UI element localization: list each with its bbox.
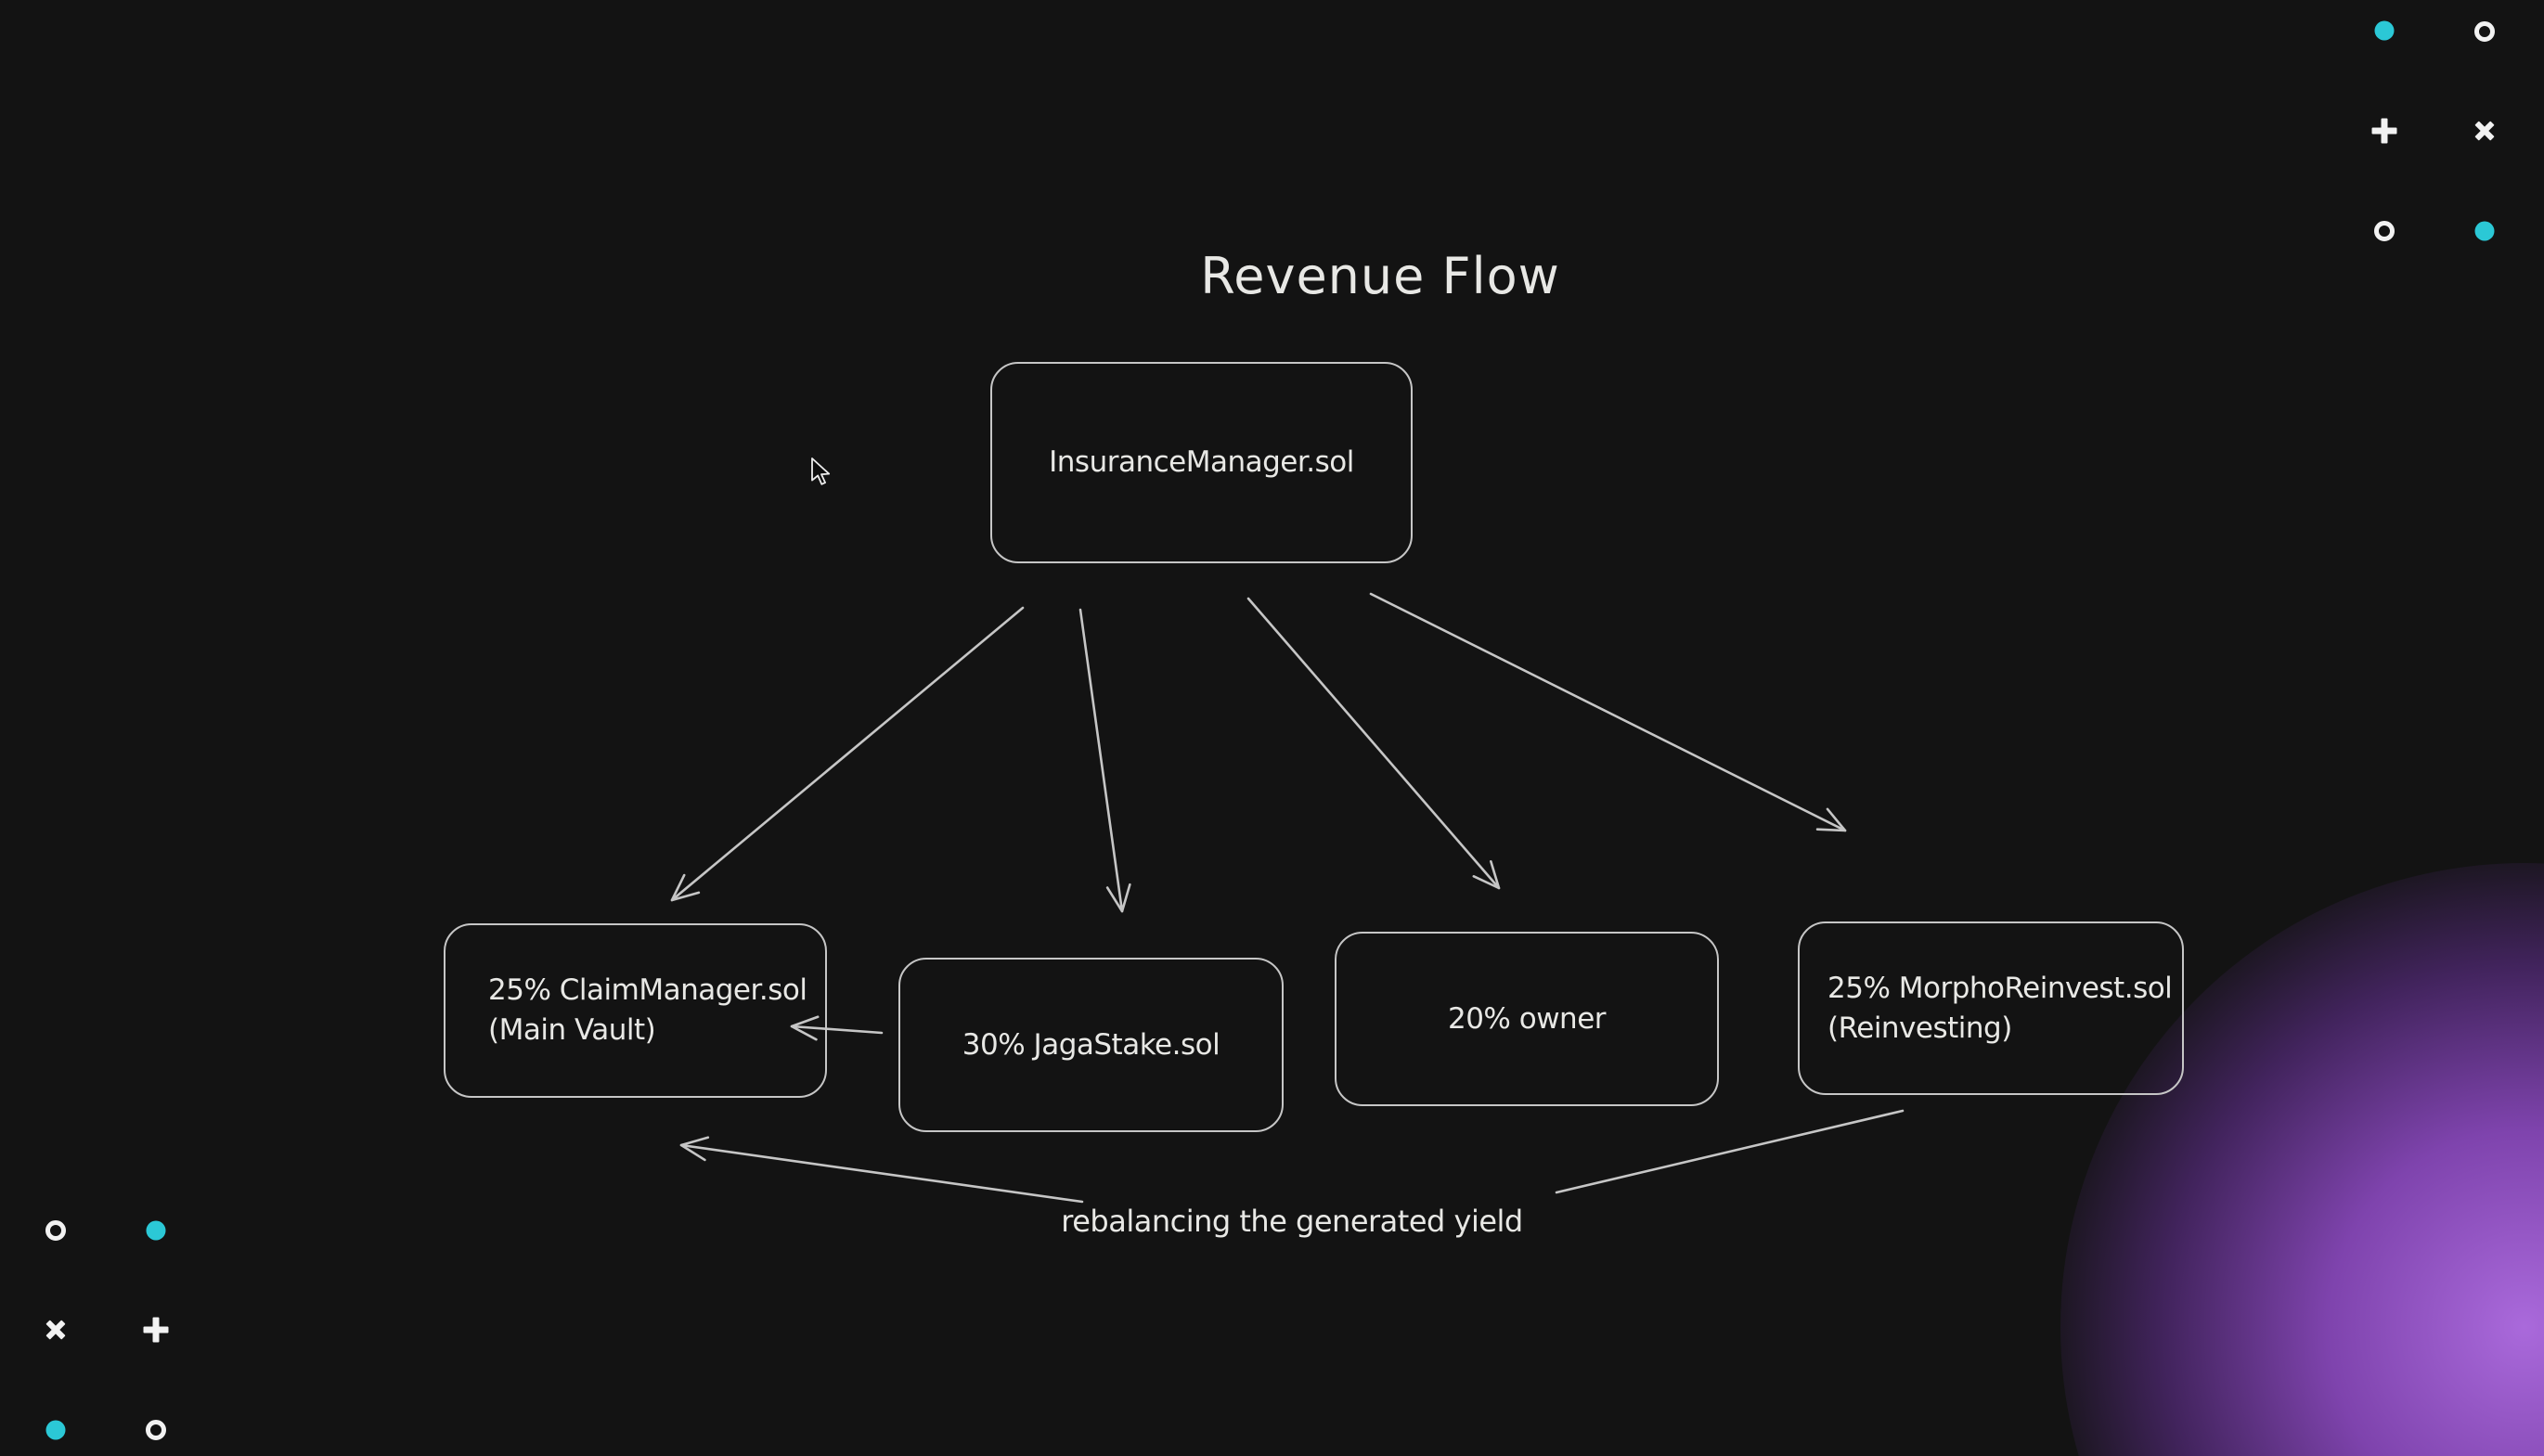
decor-ring-icon (45, 1220, 66, 1241)
node-label: 30% JagaStake.sol (962, 1027, 1220, 1062)
caption-rebalancing: rebalancing the generated yield (1061, 1204, 1523, 1239)
edge-caption-to-claim (679, 1136, 1084, 1204)
decor-dot-cyan-icon (2374, 20, 2395, 41)
node-label: InsuranceManager.sol (1049, 445, 1354, 479)
node-claim-manager[interactable]: 25% ClaimManager.sol (Main Vault) (444, 923, 827, 1098)
decor-dot-cyan-icon (45, 1420, 66, 1440)
node-owner[interactable]: 20% owner (1335, 932, 1719, 1106)
edge-insurance-to-owner (1246, 597, 1501, 890)
diagram-title: Revenue Flow (1200, 247, 1560, 305)
node-insurance-manager[interactable]: InsuranceManager.sol (990, 362, 1413, 563)
node-label: 25% MorphoReinvest.sol (1827, 971, 2173, 1005)
node-jaga-stake[interactable]: 30% JagaStake.sol (898, 958, 1284, 1132)
decor-ring-icon (2474, 21, 2495, 42)
edge-insurance-to-claim (670, 606, 1025, 902)
edge-morpho-to-caption (1555, 1109, 1905, 1194)
edge-jaga-to-claim (790, 1015, 884, 1041)
edge-insurance-to-morpho (1369, 592, 1847, 832)
decor-ring-icon (146, 1420, 166, 1440)
decor-ring-icon (2374, 221, 2395, 241)
node-morpho-reinvest[interactable]: 25% MorphoReinvest.sol (Reinvesting) (1798, 921, 2184, 1095)
decor-plus-icon (143, 1317, 169, 1343)
node-label: 25% ClaimManager.sol (488, 973, 807, 1007)
node-label: 20% owner (1447, 1001, 1607, 1036)
node-label: (Main Vault) (488, 1013, 656, 1047)
decor-dot-cyan-icon (2474, 221, 2495, 241)
decor-plus-icon (2371, 118, 2397, 144)
node-label: (Reinvesting) (1827, 1011, 2012, 1045)
decor-dot-cyan-icon (146, 1220, 166, 1241)
edge-insurance-to-jaga (1078, 608, 1131, 913)
